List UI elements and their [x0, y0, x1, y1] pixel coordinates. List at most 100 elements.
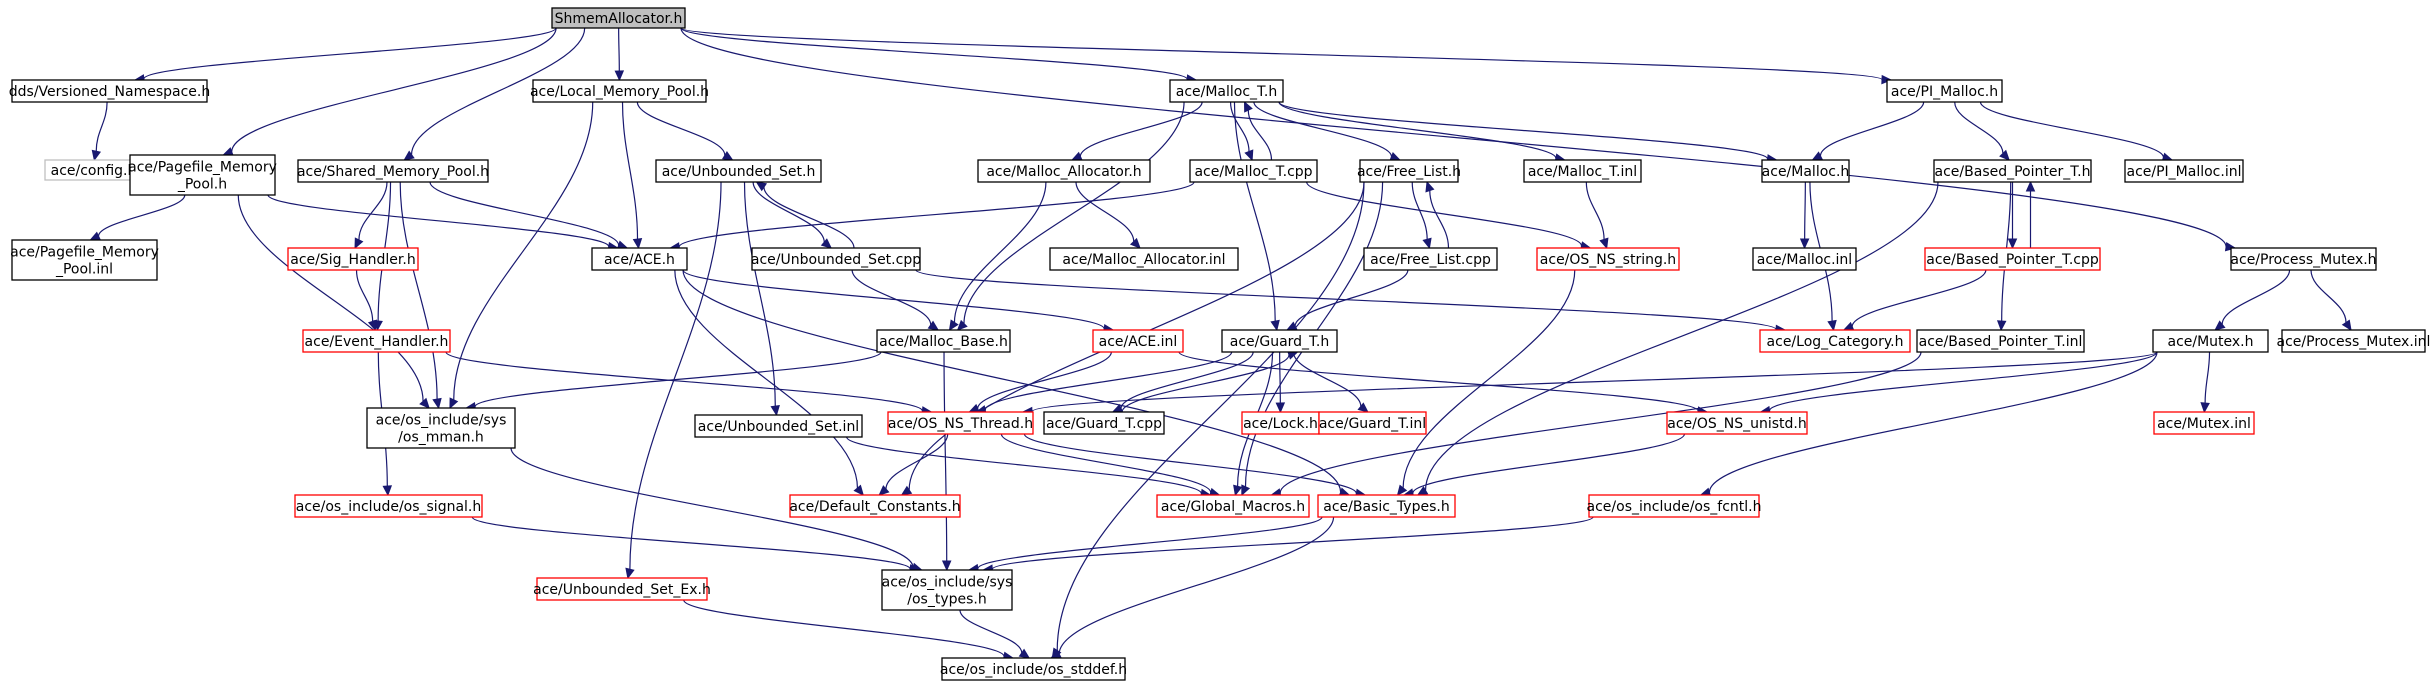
node-guardT[interactable]: ace/Guard_T.h — [1221, 329, 1338, 353]
edge-pfmp-to-mman — [237, 194, 430, 409]
node-freeList[interactable]: ace/Free_List.h — [1357, 159, 1461, 183]
edge-osstring-to-basicTypes — [1396, 269, 1576, 496]
node-plMallocInl[interactable]: ace/PI_Malloc.inl — [2124, 159, 2244, 183]
node-vns[interactable]: dds/Versioned_Namespace.h — [9, 79, 210, 103]
node-label: ace/Global_Macros.h — [1161, 499, 1305, 515]
node-usinl[interactable]: ace/Unbounded_Set.inl — [694, 414, 863, 438]
node-box — [1317, 494, 1456, 518]
node-label: ace/Based_Pointer_T.cpp — [1926, 252, 2099, 268]
node-sigh[interactable]: ace/Sig_Handler.h — [287, 247, 419, 271]
edge-mallocTcpp-to-ace — [668, 181, 1195, 252]
edge-line — [680, 27, 1188, 80]
node-uscpp[interactable]: ace/Unbounded_Set.cpp — [751, 247, 921, 271]
node-freeListCpp[interactable]: ace/Free_List.cpp — [1363, 247, 1498, 271]
node-label: ace/ACE.inl — [1099, 334, 1178, 350]
node-aceinl[interactable]: ace/ACE.inl — [1092, 329, 1184, 353]
node-box — [1318, 411, 1427, 435]
edge-line — [1768, 351, 2158, 412]
edge-arrowhead — [948, 319, 959, 332]
node-label: ace/Default_Constants.h — [789, 499, 960, 515]
node-mallocAllocInl[interactable]: ace/Malloc_Allocator.inl — [1049, 247, 1239, 271]
edge-line — [1804, 181, 1806, 240]
node-mutex[interactable]: ace/Mutex.h — [2152, 329, 2269, 353]
node-config[interactable]: ace/config.h — [44, 159, 143, 181]
node-mallocTinl[interactable]: ace/Malloc_T.inl — [1523, 159, 1642, 183]
edge-arrowhead — [1233, 484, 1243, 497]
edge-mallocT-to-mallocBase — [956, 101, 1185, 331]
node-mallocBase[interactable]: ace/Malloc_Base.h — [876, 329, 1011, 353]
node-basedPtr[interactable]: ace/Based_Pointer_T.h — [1933, 159, 2092, 183]
node-defconst[interactable]: ace/Default_Constants.h — [789, 494, 961, 518]
node-osunistd[interactable]: ace/OS_NS_unistd.h — [1666, 411, 1808, 435]
edge-mallocT-to-freeList — [1253, 101, 1402, 161]
edge-osthread-to-basicTypes — [1023, 433, 1367, 499]
node-box — [2124, 159, 2244, 183]
node-box — [977, 159, 1151, 183]
node-ace[interactable]: ace/ACE.h — [591, 247, 688, 271]
node-mallocTcpp[interactable]: ace/Malloc_T.cpp — [1189, 159, 1318, 183]
edge-ushdr-to-usinl — [743, 181, 780, 417]
edge-sigh-to-evh — [355, 269, 378, 332]
edge-osthread-to-globalMacros — [1000, 433, 1221, 498]
edge-line — [1056, 181, 1365, 651]
node-box — [694, 414, 863, 438]
node-ossig[interactable]: ace/os_include/os_signal.h — [294, 494, 483, 518]
edge-smp-to-sigh — [354, 181, 388, 250]
node-ushdr[interactable]: ace/Unbounded_Set.h — [655, 159, 822, 183]
edge-line — [1411, 181, 1428, 240]
node-osstring[interactable]: ace/OS_NS_string.h — [1536, 247, 1680, 271]
node-label: ace/Process_Mutex.inl — [2277, 334, 2431, 350]
edge-arrowhead — [1243, 100, 1253, 113]
node-basedPtrCpp[interactable]: ace/Based_Pointer_T.cpp — [1924, 247, 2101, 271]
edge-line — [1178, 351, 1699, 412]
edge-arrowhead — [1018, 648, 1031, 659]
node-basicTypes[interactable]: ace/Basic_Types.h — [1317, 494, 1456, 518]
edge-arrowhead — [2025, 180, 2036, 192]
node-lock[interactable]: ace/Lock.h — [1241, 411, 1320, 435]
edge-mallocT-to-malloc — [1278, 101, 1778, 164]
node-malloc[interactable]: ace/Malloc.h — [1761, 159, 1850, 183]
node-box — [1363, 247, 1498, 271]
node-mallocT[interactable]: ace/Malloc_T.h — [1169, 79, 1284, 103]
node-guardTcpp[interactable]: ace/Guard_T.cpp — [1043, 411, 1165, 435]
node-lmp[interactable]: ace/Local_Memory_Pool.h — [530, 79, 709, 103]
node-stddef[interactable]: ace/os_include/os_stddef.h — [940, 657, 1127, 681]
edge-smp-to-ace — [429, 181, 629, 250]
node-osfcntl[interactable]: ace/os_include/os_fcntl.h — [1587, 494, 1762, 518]
edge-basedPtrCpp-to-logCat — [1842, 269, 1987, 331]
node-procMutex[interactable]: ace/Process_Mutex.h — [2230, 247, 2377, 271]
node-mallocAlloc[interactable]: ace/Malloc_Allocator.h — [977, 159, 1151, 183]
node-mman[interactable]: ace/os_include/sys/os_mman.h — [366, 407, 516, 449]
node-basedPtrInl[interactable]: ace/Based_Pointer_T.inl — [1916, 329, 2085, 353]
node-smp[interactable]: ace/Shared_Memory_Pool.h — [297, 159, 489, 183]
node-logCat[interactable]: ace/Log_Category.h — [1759, 329, 1911, 353]
edge-line — [1000, 433, 1212, 493]
node-pfmp[interactable]: ace/Pagefile_Memory_Pool.h — [128, 154, 277, 196]
node-usex[interactable]: ace/Unbounded_Set_Ex.h — [533, 577, 711, 601]
edge-line — [1031, 351, 2158, 413]
node-globalMacros[interactable]: ace/Global_Macros.h — [1156, 494, 1310, 518]
node-root[interactable]: ShmemAllocator.h — [551, 7, 686, 29]
edge-line — [1121, 354, 1290, 413]
edge-mallocBase-to-ostypes — [941, 351, 952, 572]
edge-root-to-smp — [403, 27, 586, 161]
node-guardTinl[interactable]: ace/Guard_T.inl — [1318, 411, 1427, 435]
edge-arrowhead — [1396, 484, 1408, 496]
node-procMutexInl[interactable]: ace/Process_Mutex.inl — [2277, 329, 2431, 353]
node-plMalloc[interactable]: ace/PI_Malloc.h — [1886, 79, 2003, 103]
node-pfmpinl[interactable]: ace/Pagefile_Memory_Pool.inl — [10, 239, 159, 281]
node-mutexInl[interactable]: ace/Mutex.inl — [2153, 411, 2255, 435]
edge-line — [680, 27, 2227, 247]
edge-guardT-to-lock — [1275, 351, 1286, 414]
node-mallocInl[interactable]: ace/Malloc.inl — [1752, 247, 1857, 271]
node-evh[interactable]: ace/Event_Handler.h — [302, 329, 451, 353]
edge-arrowhead — [1275, 402, 1286, 414]
edge-mutex-to-osthread — [1021, 351, 2158, 417]
node-ostypes[interactable]: ace/os_include/sys/os_types.h — [881, 569, 1013, 611]
node-label: ace/Malloc_T.cpp — [1194, 164, 1312, 180]
node-box — [881, 569, 1013, 611]
edge-arrowhead — [755, 181, 768, 192]
edge-arrowhead — [2200, 402, 2210, 414]
node-label: ace/os_include/os_fcntl.h — [1587, 499, 1762, 515]
node-osthread[interactable]: ace/OS_NS_Thread.h — [887, 411, 1034, 435]
